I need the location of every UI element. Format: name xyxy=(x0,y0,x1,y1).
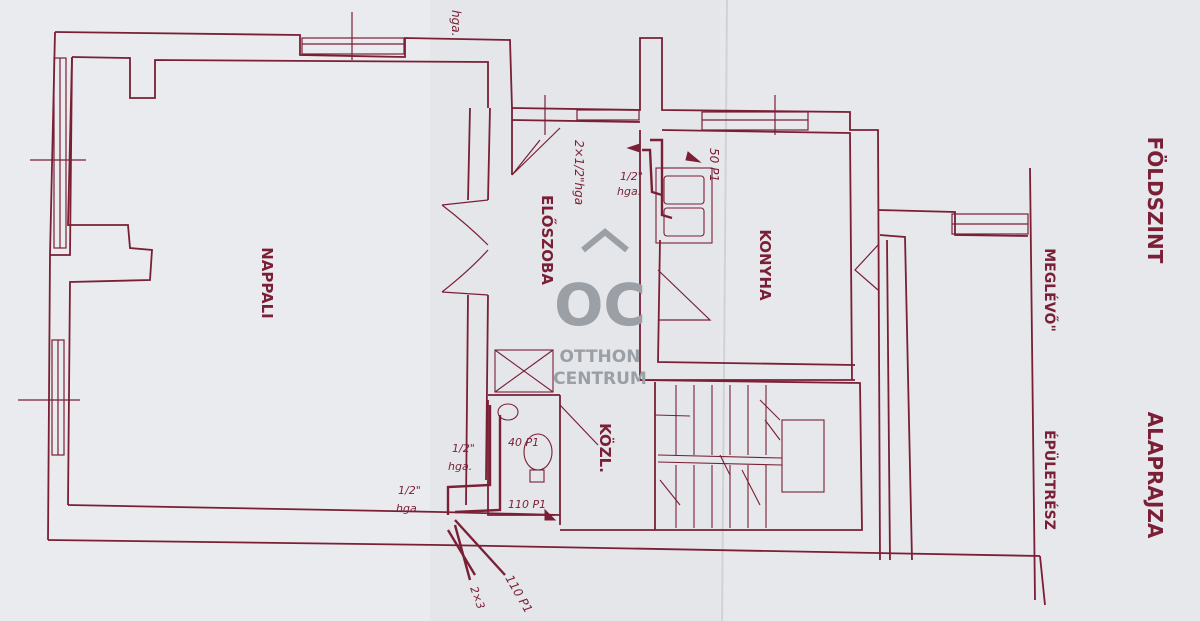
paper-fold xyxy=(721,0,728,621)
note-forty-p: 40 P1 xyxy=(508,436,539,449)
note-top-hga: hga. xyxy=(449,10,463,36)
window-hall xyxy=(576,109,640,121)
wall-bottom-inner xyxy=(67,504,441,513)
arrow-wc xyxy=(544,508,557,521)
wall-partition-d xyxy=(485,294,489,481)
arrow-kitchen-1 xyxy=(626,143,641,153)
note-half-left-1: 1/2" xyxy=(452,442,475,455)
pipe-out-3 xyxy=(454,519,506,576)
sink-outline xyxy=(655,167,713,244)
note-half-a: 1/2" xyxy=(620,170,643,183)
windows xyxy=(18,12,1029,456)
door-living-1 xyxy=(441,199,489,246)
shower-tray-x2 xyxy=(494,349,554,393)
room-label-kitchen: KONYHA xyxy=(756,229,774,301)
door-annex xyxy=(854,244,879,291)
walls xyxy=(47,31,1046,606)
pipe-wc-2 xyxy=(454,415,502,514)
wall-top-inner xyxy=(71,56,489,108)
wall-bottom-outer xyxy=(47,539,441,546)
stair-landing xyxy=(781,419,825,493)
wall-top-outer xyxy=(54,31,513,109)
wall-partition-c xyxy=(465,294,469,506)
pipes xyxy=(446,138,673,581)
staircase xyxy=(654,385,825,528)
stair-arrows xyxy=(654,399,781,506)
door-living-2 xyxy=(441,249,489,296)
title-line-2: ALAPRAJZA xyxy=(1143,412,1167,539)
door-kitchen xyxy=(657,269,712,321)
watermark-line-1: OTTHON xyxy=(560,347,641,367)
arrow-kitchen-2 xyxy=(685,151,702,163)
kitchen-sink xyxy=(655,167,713,244)
wc-tank xyxy=(529,469,545,483)
wall-kitchen-inner xyxy=(661,129,853,381)
wall-partition-b xyxy=(487,107,491,201)
wall-annex-inner-b xyxy=(886,239,891,561)
bathroom-fixtures xyxy=(494,349,554,483)
pipe-out-2 xyxy=(446,529,477,576)
pipe-wc-1 xyxy=(446,405,492,515)
title-line-1: FÖLDSZINT xyxy=(1143,137,1167,264)
note-fifty-p: 50 P1 xyxy=(707,148,721,182)
wall-left-inner-b xyxy=(67,57,153,506)
doors xyxy=(441,127,879,446)
note-half-left-1b: hga. xyxy=(448,460,472,473)
watermark-line-2: CENTRUM xyxy=(553,369,647,389)
shower-tray xyxy=(494,349,554,393)
watermark-logo xyxy=(581,228,629,253)
note-half-left-2: 1/2" xyxy=(398,484,421,497)
window-top-living xyxy=(301,37,405,55)
watermark-roof-icon xyxy=(581,228,629,253)
window-kitchen xyxy=(701,111,809,131)
note-half-left-2b: hga. xyxy=(396,502,420,515)
watermark-mark: OC xyxy=(554,271,646,339)
existing-line-2: ÉPÜLETRÉSZ xyxy=(1041,430,1059,530)
note-one-ten-p: 110 P1 xyxy=(508,498,546,511)
stair-mid-line-2 xyxy=(657,461,783,466)
note-half-a2: hga. xyxy=(617,185,641,198)
wall-hall-kitchen-top xyxy=(511,37,881,561)
note-double-half-hga: 2×1/2"hga xyxy=(572,140,586,205)
washbasin xyxy=(497,403,519,421)
pipe-arrows xyxy=(544,143,702,521)
stair-mid-line xyxy=(657,454,783,459)
pipe-kitchen-1 xyxy=(650,138,673,220)
wall-annex-inner xyxy=(879,234,913,561)
wall-bottom-right xyxy=(439,544,1041,557)
wall-stair-outer xyxy=(560,379,863,531)
pipe-kitchen-2 xyxy=(642,148,663,197)
room-label-living: NAPPALI xyxy=(258,247,276,319)
door-hall-entrance xyxy=(511,127,561,176)
door-wc xyxy=(559,404,599,446)
wall-partition-a xyxy=(467,107,471,201)
existing-line-1: MEGLÉVŐ" xyxy=(1041,248,1059,332)
wall-kitchen-inner-b xyxy=(657,239,856,366)
paper-panel-left xyxy=(0,0,430,621)
existing-boundary xyxy=(1029,167,1036,601)
existing-boundary-b xyxy=(1039,555,1046,606)
sink-basin-1 xyxy=(663,175,705,205)
sink-basin-2 xyxy=(663,207,705,237)
room-label-corridor: KÖZL. xyxy=(596,423,615,473)
paper-panel-right xyxy=(720,0,1200,621)
room-label-hall: ELŐSZOBA xyxy=(538,195,558,285)
wall-hall-top-inner xyxy=(511,119,641,123)
